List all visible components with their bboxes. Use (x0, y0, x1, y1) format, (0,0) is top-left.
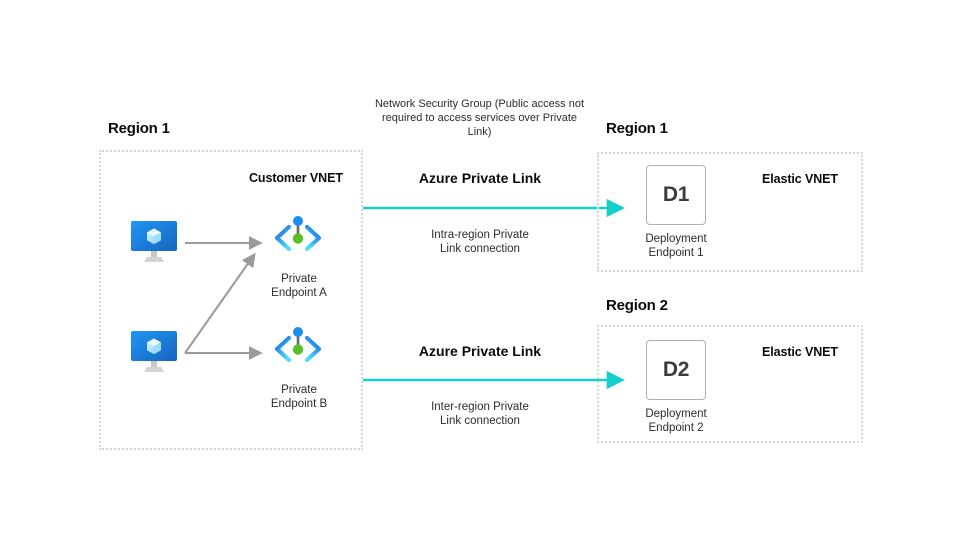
private-link-arrow-2 (363, 370, 631, 390)
elastic-vnet-box-1 (597, 152, 863, 272)
elastic-vnet-title-1: Elastic VNET (762, 172, 838, 186)
azure-private-link-title-2: Azure Private Link (418, 343, 542, 359)
private-endpoint-a-label: Private Endpoint A (271, 273, 327, 299)
customer-vnet-box (99, 150, 363, 450)
left-region-heading: Region 1 (108, 120, 170, 137)
deployment-endpoint-1-box: D1 (646, 165, 706, 225)
deployment-endpoint-2-box: D2 (646, 340, 706, 400)
deployment-endpoint-2-label: Deployment Endpoint 2 (645, 408, 707, 434)
private-endpoint-b-label: Private Endpoint B (270, 384, 328, 410)
azure-private-link-title-1: Azure Private Link (418, 170, 542, 186)
right-region-2-heading: Region 2 (606, 297, 668, 314)
customer-vnet-title: Customer VNET (249, 171, 343, 185)
azure-vm-icon-1 (131, 221, 177, 268)
deployment-endpoint-1-code: D1 (662, 183, 690, 206)
elastic-vnet-box-2 (597, 325, 863, 443)
deployment-endpoint-2-code: D2 (662, 358, 690, 381)
private-link-caption-1: Intra-region Private Link connection (431, 229, 529, 255)
private-link-arrow-1 (363, 198, 631, 218)
private-endpoint-a-icon (272, 212, 324, 265)
right-region-1-heading: Region 1 (606, 120, 668, 137)
private-endpoint-b-icon (272, 323, 324, 376)
private-link-caption-2: Inter-region Private Link connection (431, 401, 529, 427)
vnet-internal-arrows (184, 225, 345, 385)
deployment-endpoint-1-label: Deployment Endpoint 1 (645, 233, 707, 259)
network-security-group-note: Network Security Group (Public access no… (374, 98, 585, 138)
azure-vm-icon-2 (131, 331, 177, 378)
elastic-vnet-title-2: Elastic VNET (762, 345, 838, 359)
